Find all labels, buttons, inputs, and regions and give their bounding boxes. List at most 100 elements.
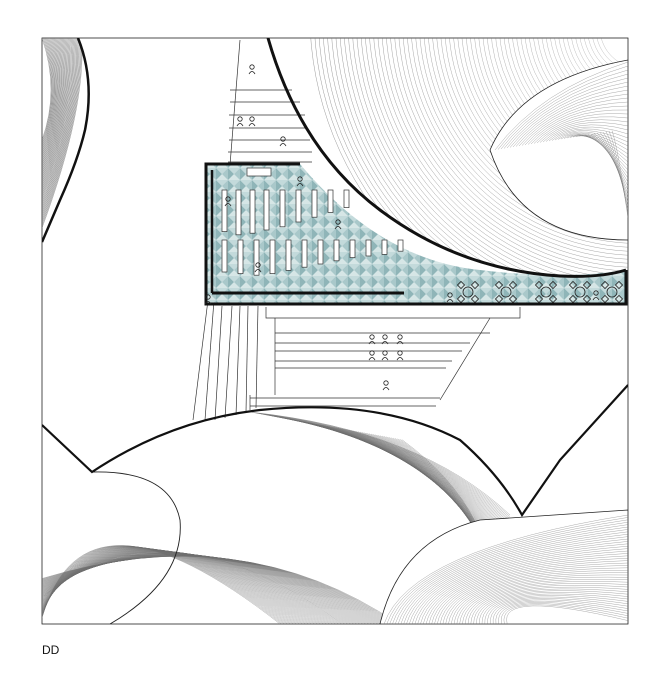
bench bbox=[253, 239, 260, 276]
hatch-line bbox=[590, 133, 628, 191]
hatch-line bbox=[518, 93, 628, 147]
hatch-line bbox=[42, 38, 57, 161]
hatch-line bbox=[524, 101, 628, 146]
hatch-line bbox=[42, 38, 75, 209]
hatch-line bbox=[456, 576, 628, 624]
hatch-line bbox=[398, 38, 628, 260]
bench bbox=[301, 239, 308, 268]
hatch-line bbox=[42, 38, 60, 169]
hatch-line bbox=[599, 38, 628, 69]
hatch-line bbox=[605, 131, 628, 211]
hatch-line bbox=[545, 124, 628, 142]
hatch-line bbox=[596, 132, 628, 199]
hatch-line bbox=[515, 89, 628, 147]
table-set bbox=[500, 286, 512, 298]
hatch-line bbox=[533, 113, 628, 144]
hatch-line bbox=[417, 543, 628, 624]
person-figure-icon bbox=[334, 219, 342, 230]
hatch-line bbox=[42, 38, 71, 199]
hatch-line bbox=[530, 109, 628, 145]
hatch-line bbox=[263, 414, 509, 525]
hatch-line bbox=[42, 38, 81, 225]
bench bbox=[317, 239, 324, 265]
bench bbox=[285, 239, 292, 271]
hatch-line bbox=[425, 550, 628, 624]
bench bbox=[327, 189, 334, 213]
person-figure-icon bbox=[396, 350, 404, 361]
person-figure-icon bbox=[382, 380, 390, 391]
drawing-frame bbox=[41, 37, 629, 625]
hatch-line bbox=[42, 38, 62, 175]
hatch-line bbox=[274, 416, 508, 533]
hatch-line bbox=[392, 522, 628, 624]
person-figure-icon bbox=[396, 334, 404, 345]
hatch-line bbox=[400, 529, 628, 624]
hatch-line bbox=[42, 38, 66, 187]
hatch-line bbox=[42, 38, 55, 153]
hatch-line bbox=[434, 558, 628, 624]
chair bbox=[582, 294, 592, 304]
table-sets bbox=[456, 280, 624, 304]
hatch-line bbox=[347, 38, 628, 277]
chair bbox=[534, 280, 544, 290]
hatch-line bbox=[494, 61, 628, 151]
hatch-line bbox=[602, 131, 628, 207]
bench bbox=[311, 189, 318, 218]
hatch-line bbox=[410, 38, 628, 248]
hatch-line bbox=[402, 38, 628, 256]
hatch-line bbox=[42, 38, 65, 183]
hatch-line bbox=[42, 38, 68, 193]
hatch-line bbox=[389, 38, 628, 268]
hatch-line bbox=[42, 546, 287, 624]
person-figure-icon bbox=[279, 136, 287, 147]
hatch-line bbox=[584, 134, 628, 183]
person-figure-icon bbox=[248, 116, 256, 127]
hatch-line bbox=[428, 553, 628, 624]
hatch-line bbox=[459, 579, 628, 624]
bench bbox=[349, 239, 356, 258]
hatch-line bbox=[611, 130, 628, 219]
hatch-line bbox=[521, 97, 628, 146]
hatch-line bbox=[42, 38, 58, 163]
hatch-line bbox=[542, 122, 628, 143]
hatch-line bbox=[42, 38, 80, 223]
hatch-line bbox=[42, 38, 72, 203]
hatch-line bbox=[254, 412, 510, 519]
hatch-line bbox=[42, 38, 68, 191]
person-figure-icon bbox=[368, 334, 376, 345]
hatch-line bbox=[267, 415, 509, 528]
platform-outline bbox=[204, 162, 628, 306]
hatch-line bbox=[394, 38, 628, 264]
hatch-line bbox=[42, 38, 69, 195]
hatch-line bbox=[554, 130, 628, 143]
hatch-line bbox=[42, 38, 63, 177]
hatch-line bbox=[548, 126, 628, 142]
hatch-line bbox=[437, 560, 628, 624]
hatch-line bbox=[445, 567, 628, 624]
hatch-line bbox=[42, 38, 57, 159]
bench bbox=[235, 189, 242, 236]
inner-swoop bbox=[379, 509, 628, 624]
hatch-line bbox=[536, 116, 628, 144]
hatch-line bbox=[42, 38, 79, 219]
hatch-line bbox=[539, 119, 628, 143]
hatch-line bbox=[364, 38, 628, 277]
hatch-line bbox=[411, 538, 628, 624]
chair bbox=[508, 294, 518, 304]
hatch-line bbox=[42, 38, 65, 185]
hatch-line bbox=[339, 38, 628, 277]
person-figure-icon bbox=[592, 290, 600, 301]
hatch-line bbox=[442, 565, 628, 624]
chair bbox=[600, 280, 610, 290]
table-set bbox=[540, 286, 552, 298]
bench bbox=[249, 189, 256, 234]
hatch-line bbox=[509, 81, 628, 148]
hatch-line bbox=[42, 38, 61, 171]
hatch-line bbox=[386, 517, 628, 624]
person-figure-icon bbox=[446, 292, 454, 303]
hatch-line bbox=[560, 132, 628, 151]
bench bbox=[263, 189, 270, 231]
person-figure-icon bbox=[381, 350, 389, 361]
chair bbox=[600, 294, 610, 304]
hatch-line bbox=[368, 38, 628, 277]
